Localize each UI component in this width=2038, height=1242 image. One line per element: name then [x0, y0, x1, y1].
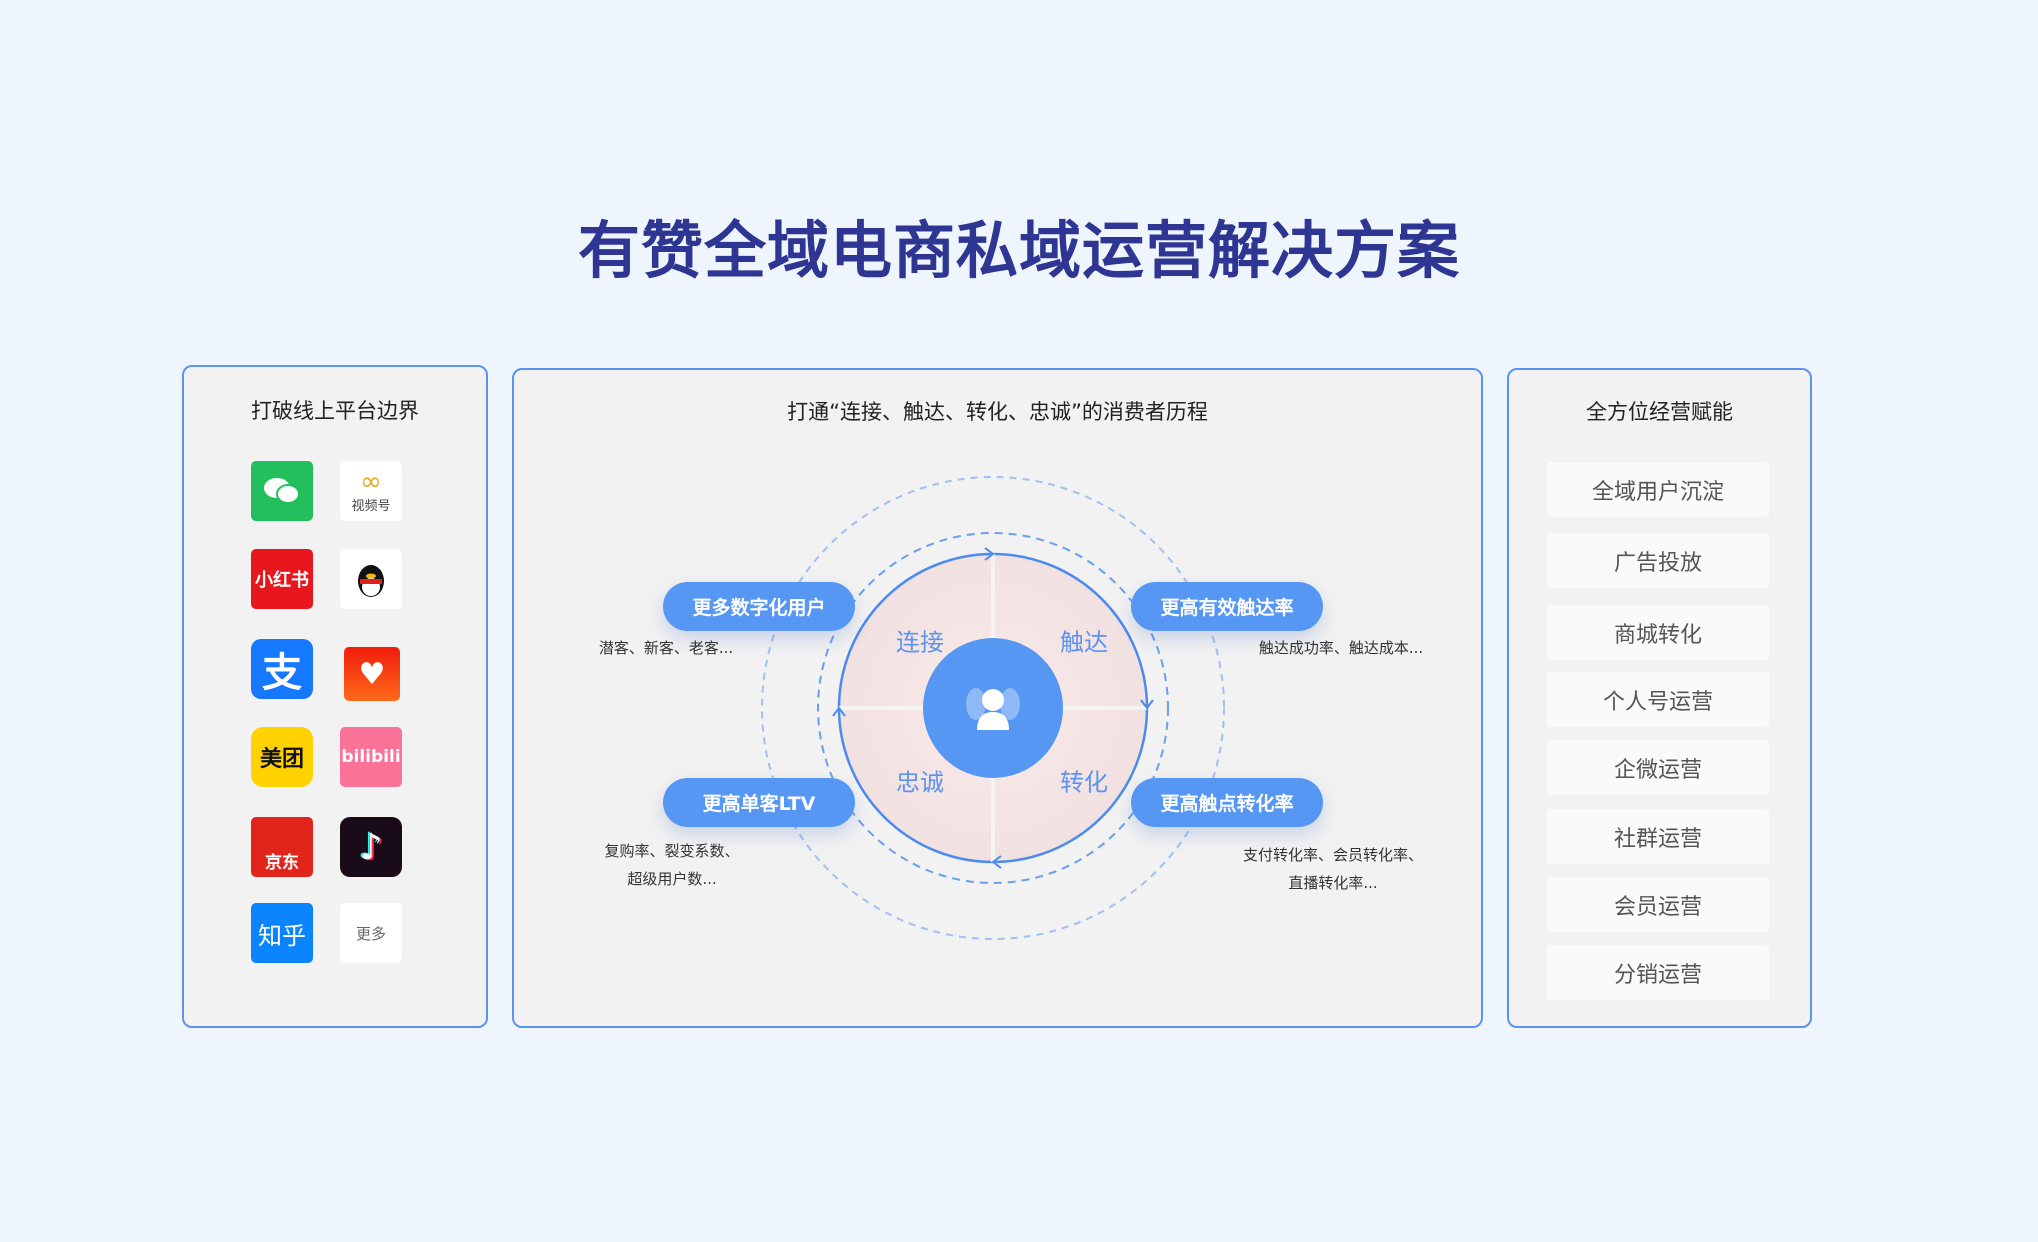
- desc-ltv: 复购率、裂变系数、超级用户数...: [604, 837, 739, 893]
- more-platforms-button[interactable]: 更多: [340, 903, 402, 963]
- middle-panel: 打通“连接、触达、转化、忠诚”的消费者历程 连接 触达 忠诚 转化 更多数字化用…: [512, 368, 1483, 1028]
- middle-panel-heading: 打通“连接、触达、转化、忠诚”的消费者历程: [787, 400, 1208, 424]
- desc-ltv-line1: 复购率、裂变系数、: [604, 842, 740, 860]
- zhihu-icon: 知乎: [251, 903, 313, 963]
- quadrant-loyalty: 忠诚: [896, 768, 944, 797]
- meituan-label: 美团: [259, 747, 304, 772]
- kuaishou-icon: ♥: [344, 647, 400, 701]
- desc-ltv-line2: 超级用户数...: [627, 870, 717, 888]
- xiaohongshu-icon: 小红书: [251, 549, 313, 609]
- desc-conv-line1: 支付转化率、会员转化率、: [1242, 846, 1424, 864]
- zhihu-label: 知乎: [258, 921, 306, 950]
- quadrant-convert: 转化: [1060, 768, 1108, 797]
- quadrant-reach: 触达: [1060, 628, 1108, 657]
- capability-item: 企微运营: [1547, 740, 1769, 795]
- pill-higher-conversion: 更高触点转化率: [1131, 778, 1323, 827]
- outer-dashed-ring: [761, 476, 1225, 940]
- qq-icon: [340, 549, 402, 609]
- arrow-top: [984, 547, 995, 561]
- arrow-bottom: [991, 855, 1002, 869]
- arrow-right: [1140, 699, 1154, 710]
- capability-item: 商城转化: [1547, 605, 1769, 660]
- bilibili-icon: bilibili: [340, 727, 402, 787]
- left-panel-heading: 打破线上平台边界: [251, 399, 419, 423]
- jd-label: 京东: [265, 853, 299, 873]
- capability-item: 个人号运营: [1547, 672, 1769, 727]
- capability-item: 广告投放: [1547, 533, 1769, 588]
- xiaohongshu-label: 小红书: [255, 570, 309, 591]
- desc-conversion: 支付转化率、会员转化率、直播转化率...: [1243, 841, 1423, 897]
- capability-item: 会员运营: [1547, 877, 1769, 932]
- wechat-icon: [251, 461, 313, 521]
- left-panel: 打破线上平台边界 ∞视频号 小红书 支 ♥ 美团 bilibili 京东 ♪ 知…: [182, 365, 488, 1028]
- capability-item: 社群运营: [1547, 809, 1769, 864]
- quadrant-connect: 连接: [896, 628, 944, 657]
- channels-label: 视频号: [351, 498, 391, 514]
- right-panel: 全方位经营赋能 全域用户沉淀 广告投放 商城转化 个人号运营 企微运营 社群运营…: [1507, 368, 1812, 1028]
- arrow-left: [832, 706, 846, 717]
- jd-icon: 京东: [251, 817, 313, 877]
- desc-reach: 触达成功率、触达成本...: [1258, 639, 1424, 657]
- users-icon: [966, 688, 1020, 730]
- page-title: 有赞全域电商私域运营解决方案: [577, 214, 1460, 287]
- alipay-label: 支: [262, 650, 302, 696]
- alipay-icon: 支: [251, 639, 313, 699]
- middle-dashed-ring: [817, 532, 1169, 884]
- desc-users: 潜客、新客、老客...: [598, 639, 734, 657]
- right-panel-heading: 全方位经营赋能: [1586, 400, 1733, 424]
- more-label: 更多: [355, 924, 386, 943]
- pill-higher-reach-rate: 更高有效触达率: [1131, 582, 1323, 631]
- channels-icon: ∞视频号: [340, 461, 402, 521]
- consumer-journey-diagram: [761, 476, 1225, 940]
- douyin-icon: ♪: [340, 817, 402, 877]
- desc-conv-line2: 直播转化率...: [1288, 874, 1378, 892]
- capability-item: 分销运营: [1547, 945, 1769, 1000]
- pill-more-digital-users: 更多数字化用户: [663, 582, 855, 631]
- capability-item: 全域用户沉淀: [1547, 462, 1769, 517]
- meituan-icon: 美团: [251, 727, 313, 787]
- douyin-label: ♪: [359, 826, 383, 868]
- bilibili-label: bilibili: [341, 747, 401, 767]
- pill-higher-ltv: 更高单客LTV: [663, 778, 855, 827]
